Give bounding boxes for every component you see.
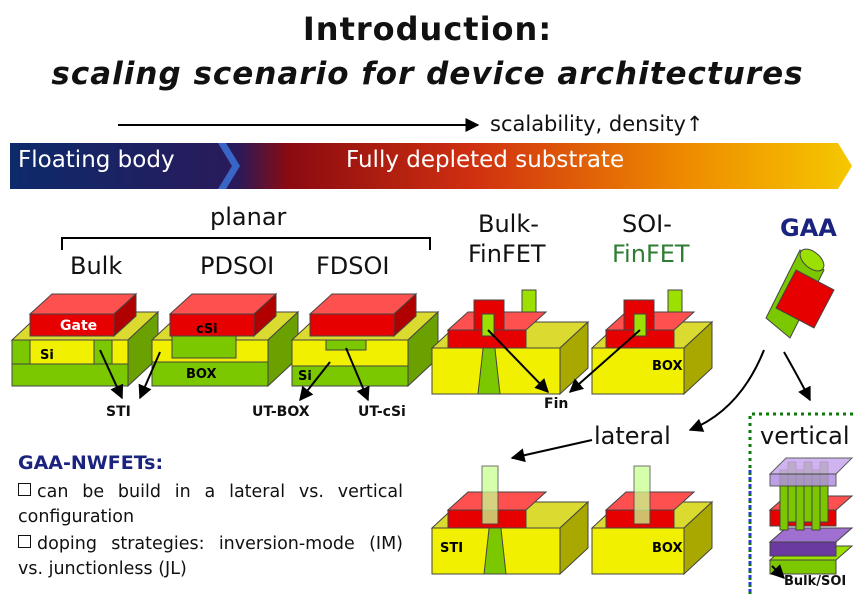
pdsoi-device: cSi BOX: [150, 292, 300, 388]
slide-subtitle: scaling scenario for device architecture…: [51, 56, 804, 92]
lateral-label: lateral: [594, 422, 671, 450]
bulk-device: Gate Si: [10, 292, 160, 388]
scaling-label: scalability, density↑: [490, 112, 704, 136]
bulk-finfet-device: [430, 289, 590, 396]
lateral-gaa-device-2: BOX: [590, 465, 714, 576]
pdsoi-label: PDSOI: [200, 252, 275, 280]
lateral-sti-label: STI: [440, 541, 463, 556]
lateral-gaa-device-1: STI: [430, 465, 590, 576]
vertical-gaa-panel: [748, 412, 854, 594]
checkbox-icon: [18, 535, 31, 548]
slide-title: Introduction:: [302, 10, 553, 48]
banner-fully-depleted: Fully depleted substrate: [346, 147, 625, 173]
ut-box-label: UT-BOX: [252, 404, 310, 420]
notes-heading: GAA-NWFETs:: [18, 452, 164, 474]
soi-finfet-label-2: FinFET: [612, 240, 690, 268]
gaa-nanowire: [765, 248, 835, 339]
bulk-finfet-label-1: Bulk-: [478, 210, 539, 238]
soi-finfet-device: BOX: [590, 289, 714, 396]
soi-finfet-label-1: SOI-: [622, 210, 672, 238]
note-bullet-1-text: can be build in a lateral vs. vertical c…: [18, 482, 403, 527]
gate-label: Gate: [60, 318, 97, 334]
substrate-banner: [10, 143, 852, 189]
bulk-label: Bulk: [70, 252, 123, 280]
bulk-soi-label: Bulk/SOI: [784, 574, 847, 589]
note-bullet-1: can be build in a lateral vs. vertical c…: [18, 480, 403, 530]
sti-label: STI: [106, 404, 131, 420]
ut-csi-label: UT-cSi: [358, 404, 406, 420]
gaa-label: GAA: [780, 214, 837, 242]
lateral-box-label: BOX: [652, 541, 683, 556]
bulk-finfet-label-2: FinFET: [468, 240, 546, 268]
note-bullet-2-text: doping strategies: inversion-mode (IM) v…: [18, 534, 403, 579]
fdsoi-si-label: Si: [298, 369, 312, 384]
note-bullet-2: doping strategies: inversion-mode (IM) v…: [18, 532, 403, 582]
planar-bracket: [61, 237, 431, 250]
fdsoi-label: FDSOI: [316, 252, 390, 280]
soi-finfet-box-label: BOX: [652, 359, 683, 374]
checkbox-icon: [18, 483, 31, 496]
csi-label: cSi: [196, 322, 218, 337]
fdsoi-device: Si: [290, 292, 440, 388]
box-label: BOX: [186, 367, 217, 382]
si-label: Si: [40, 348, 54, 363]
planar-label: planar: [210, 203, 287, 231]
vertical-label: vertical: [760, 422, 850, 450]
banner-floating-body: Floating body: [18, 147, 175, 173]
fin-label: Fin: [544, 396, 569, 412]
